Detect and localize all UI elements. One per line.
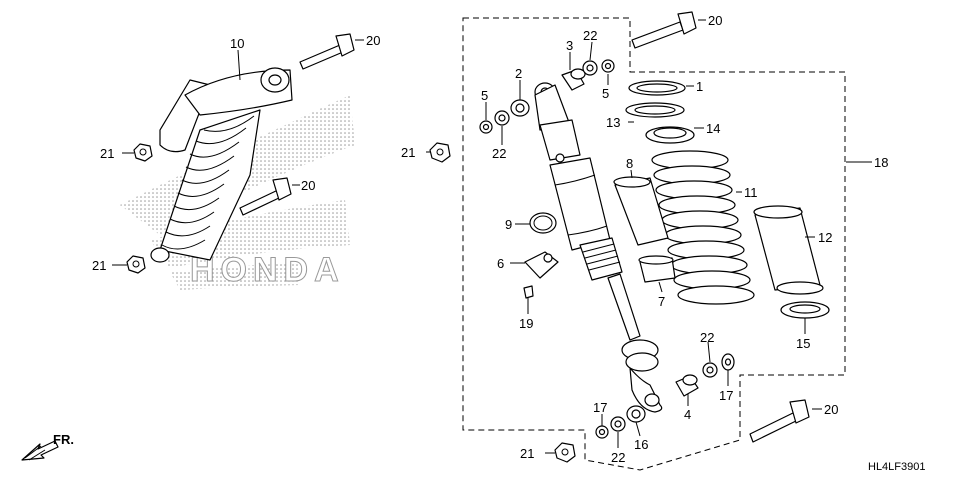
callout-17-bottom: 17 [593, 400, 607, 415]
honda-watermark-text: HONDA [190, 251, 345, 289]
callout-22-bottom: 22 [611, 450, 625, 465]
nut-21-left-bottom [126, 255, 146, 274]
callout-1: 1 [696, 79, 703, 94]
nut-21-center [429, 142, 451, 163]
callout-5-top: 5 [602, 86, 609, 101]
callout-2: 2 [515, 66, 522, 81]
assembled-shock-absorber [150, 67, 293, 263]
front-direction-arrow: FR. [21, 432, 74, 461]
part-19-screw [523, 285, 534, 299]
callout-17-right: 17 [719, 388, 733, 403]
callout-21-bottom: 21 [520, 446, 534, 461]
assembled-spring [159, 109, 261, 261]
diagram-code: HL4LF3901 [868, 461, 926, 473]
nut-21-bottom [554, 442, 576, 463]
part-11-spring [651, 150, 755, 305]
callout-3: 3 [566, 38, 573, 53]
callout-8: 8 [626, 156, 633, 171]
bolt-20-top-left [299, 33, 355, 70]
callout-21-left-bottom: 21 [92, 258, 106, 273]
callout-11: 11 [744, 185, 758, 200]
callout-13: 13 [606, 115, 620, 130]
callout-labels: 10 20 20 21 21 21 21 20 20 5 5 22 22 22 … [92, 13, 888, 465]
callout-6: 6 [497, 256, 504, 271]
damper-body [549, 157, 611, 251]
part-6-adjuster [524, 251, 559, 279]
callout-21-center: 21 [401, 145, 415, 160]
assembly-frame [462, 17, 846, 471]
callout-21-left-top: 21 [100, 146, 114, 161]
bolt-20-middle-left [239, 177, 292, 216]
callout-9: 9 [505, 217, 512, 232]
callout-12: 12 [818, 230, 832, 245]
callout-18: 18 [874, 155, 888, 170]
callout-10: 10 [230, 36, 244, 51]
nut-21-left-top [133, 143, 153, 162]
callout-22-top: 22 [583, 28, 597, 43]
callout-20-top-center: 20 [708, 13, 722, 28]
callout-20-top-left: 20 [366, 33, 380, 48]
callout-7: 7 [658, 294, 665, 309]
direction-label: FR. [53, 432, 74, 447]
callout-5-left: 5 [481, 88, 488, 103]
callout-20-middle-left: 20 [301, 178, 315, 193]
callout-4: 4 [684, 407, 691, 422]
callout-14: 14 [706, 121, 720, 136]
callout-22-left: 22 [492, 146, 506, 161]
bottom-eye [150, 247, 170, 263]
part-12-cover [754, 207, 821, 291]
callout-20-bottom-right: 20 [824, 402, 838, 417]
callout-16: 16 [634, 437, 648, 452]
callout-22-right: 22 [700, 330, 714, 345]
callout-19: 19 [519, 316, 533, 331]
bolt-20-bottom-right [749, 399, 810, 443]
callout-15: 15 [796, 336, 810, 351]
damper-unit [534, 82, 663, 413]
leader-lines [112, 19, 872, 454]
bolt-20-top-center [631, 11, 697, 49]
